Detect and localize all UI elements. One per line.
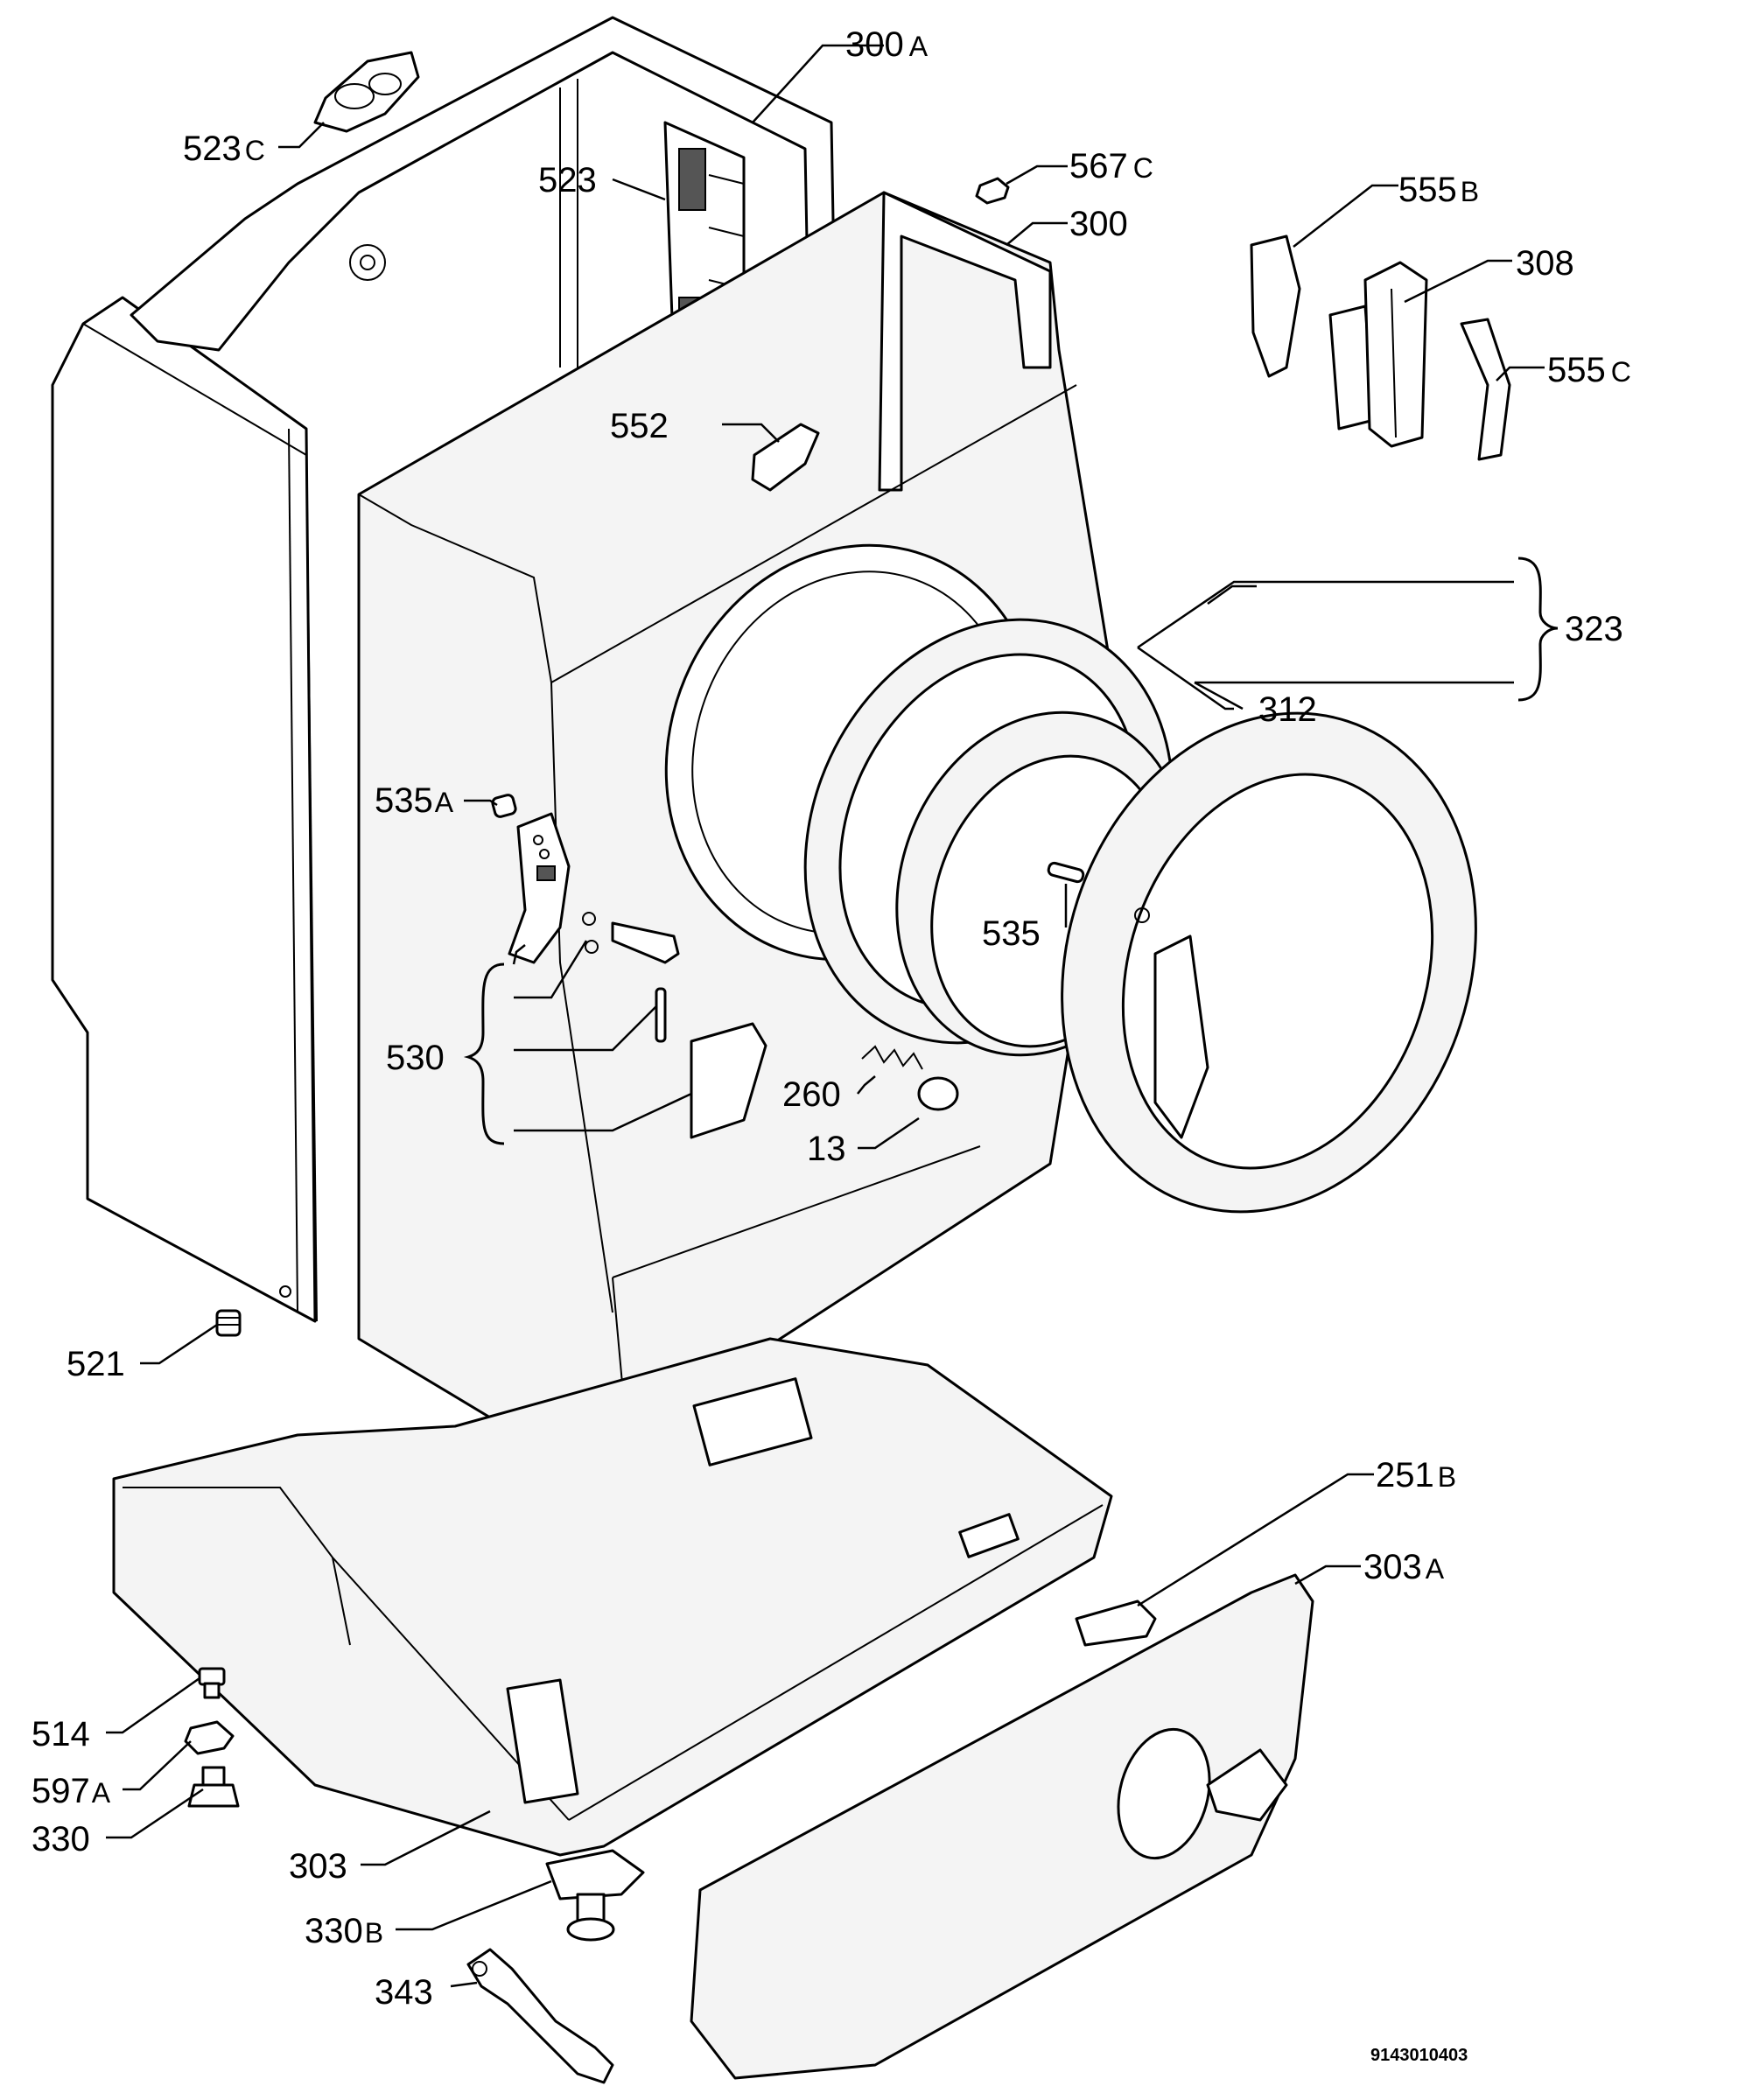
part-13-button [917, 1076, 959, 1111]
brace-323 [1137, 556, 1559, 702]
part-330b-foot [545, 1849, 645, 1942]
brace-530 [463, 962, 505, 1145]
label-308: 308 [1516, 244, 1574, 283]
part-514-bolt [198, 1667, 226, 1699]
part-303a-kick-plate [690, 1573, 1314, 2080]
part-300a-rear-frame [130, 16, 842, 614]
part-555b-cover [1250, 234, 1301, 378]
part-330-foot [187, 1766, 240, 1808]
part-552-hook [751, 423, 820, 492]
leader-lines [106, 44, 1545, 1988]
part-535-pin [1047, 861, 1085, 884]
part-521-screw [215, 1309, 242, 1337]
label-300: 300 [1069, 205, 1128, 243]
part-260-spring [861, 1045, 923, 1070]
part-343-wrench [466, 1948, 614, 2084]
label-323: 323 [1565, 610, 1623, 648]
part-308-hinge [1328, 261, 1428, 448]
part-303-base-frame [112, 1337, 1113, 1857]
label-330b: 330B [305, 1912, 383, 1950]
part-535a-knob [491, 794, 517, 818]
label-552: 552 [610, 407, 669, 445]
label-330: 330 [32, 1820, 90, 1858]
label-530: 530 [386, 1039, 445, 1077]
part-567c-clip [975, 177, 1010, 205]
drawing-code: 9143010403 [1370, 2046, 1468, 2065]
label-260: 260 [782, 1075, 841, 1114]
label-13: 13 [807, 1130, 846, 1168]
label-303: 303 [289, 1847, 347, 1886]
part-side-panel [51, 296, 318, 1323]
label-521: 521 [67, 1345, 125, 1383]
label-343: 343 [375, 1973, 433, 2012]
part-597a-nut [184, 1720, 235, 1755]
label-597a: 597A [32, 1772, 111, 1810]
label-535: 535 [982, 914, 1041, 953]
part-251b-clip [1075, 1600, 1157, 1647]
part-555c-cover [1460, 318, 1511, 461]
label-535a: 535A [375, 781, 454, 820]
label-312: 312 [1258, 690, 1317, 729]
part-523c-clip [313, 51, 420, 133]
part-323-outer-ring [1061, 711, 1477, 1214]
label-514: 514 [32, 1715, 90, 1754]
label-523: 523 [538, 161, 597, 200]
part-530-lock-assembly [508, 812, 767, 1139]
